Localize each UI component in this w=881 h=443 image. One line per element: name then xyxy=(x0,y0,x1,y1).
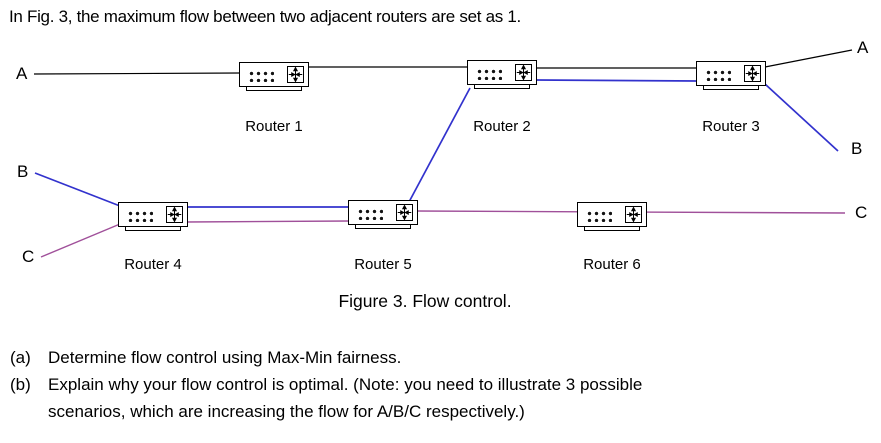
router-3-icon xyxy=(696,61,766,90)
router-5-label: Router 5 xyxy=(354,256,412,273)
endpoint-c-right: C xyxy=(855,203,868,222)
router-6-icon xyxy=(577,202,647,231)
link-router3-bright xyxy=(764,83,839,152)
router-3-label: Router 3 xyxy=(702,118,760,135)
router-ports-dots-icon xyxy=(126,209,153,222)
router-crossarrows-icon xyxy=(625,205,642,223)
link-router4-router5-purple xyxy=(185,220,351,223)
intro-text: In Fig. 3, the maximum flow between two … xyxy=(9,7,521,26)
router-crossarrows-icon xyxy=(166,205,183,223)
question-b-text-line1: Explain why your flow control is optimal… xyxy=(48,375,643,394)
link-router2-router3-blue xyxy=(535,79,698,82)
endpoint-b-right: B xyxy=(851,139,863,158)
router-ports-dots-icon xyxy=(585,209,612,222)
router-crossarrows-icon xyxy=(287,65,304,83)
router-ports-dots-icon xyxy=(704,68,731,81)
router-4-icon xyxy=(118,202,188,231)
endpoint-b-left: B xyxy=(17,162,29,181)
link-bleft-router4 xyxy=(34,172,121,207)
router-base xyxy=(246,86,302,91)
link-aleft-router1 xyxy=(33,72,241,75)
router-1-icon xyxy=(239,62,309,91)
router-crossarrows-icon xyxy=(515,63,532,81)
router-2-label: Router 2 xyxy=(473,118,531,135)
questions-block: (a) Determine flow control using Max-Min … xyxy=(10,344,642,425)
router-base xyxy=(474,84,530,89)
router-ports-dots-icon xyxy=(247,69,274,82)
router-base xyxy=(584,226,640,231)
router-base xyxy=(125,226,181,231)
router-ports-dots-icon xyxy=(475,67,502,80)
router-crossarrows-icon xyxy=(396,203,413,221)
router-6-label: Router 6 xyxy=(583,256,641,273)
question-b-text-line2: scenarios, which are increasing the flow… xyxy=(48,402,525,421)
question-a-text: Determine flow control using Max-Min fai… xyxy=(48,348,402,367)
link-router5-router2 xyxy=(408,87,471,203)
link-router3-aright xyxy=(764,49,853,68)
router-2-icon xyxy=(467,60,537,89)
link-cleft-router4 xyxy=(40,223,121,258)
question-a-label: (a) xyxy=(10,348,31,367)
endpoint-a-right: A xyxy=(857,38,869,57)
router-1-label: Router 1 xyxy=(245,118,303,135)
endpoint-a-left: A xyxy=(16,64,28,83)
question-b-label: (b) xyxy=(10,375,31,394)
router-base xyxy=(355,224,411,229)
router-base xyxy=(703,85,759,90)
router-4-label: Router 4 xyxy=(124,256,182,273)
figure-caption: Figure 3. Flow control. xyxy=(338,291,512,311)
router-ports-dots-icon xyxy=(356,207,383,220)
router-crossarrows-icon xyxy=(744,64,761,82)
endpoint-c-left: C xyxy=(22,247,35,266)
router-5-icon xyxy=(348,200,418,229)
